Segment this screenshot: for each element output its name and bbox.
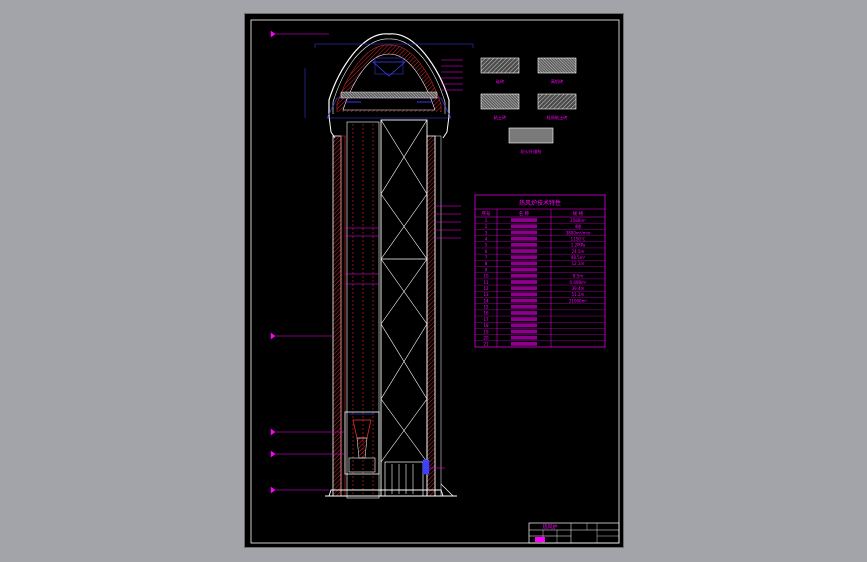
tech-spec-table: 热风炉技术特性 序号 名 称 规 格 1 2580m³ 2 4座 3 3800m³/min… [474, 194, 606, 348]
table-cell-no: 3 [485, 230, 488, 235]
table-cell-spec: 0.408m² [570, 280, 587, 285]
table-cell-no: 17 [483, 317, 489, 322]
table-title: 热风炉技术特性 [519, 199, 561, 207]
legend-label-1: 硅砖 [496, 78, 504, 85]
table-cell-no: 21 [483, 342, 489, 347]
legend-label-3: 粘土砖 [494, 114, 507, 121]
title-block: 热风炉 [528, 522, 620, 544]
table-cell-name [511, 342, 537, 346]
dome-dimensions [304, 43, 474, 118]
table-cell-spec: 39.4m [572, 286, 585, 291]
table-cell-name [511, 255, 537, 260]
table-cell-name [511, 218, 537, 222]
legend-swatch-5 [508, 127, 554, 144]
table-cell-name [511, 317, 537, 322]
table-cell-no: 18 [483, 323, 489, 328]
table-cell-name [511, 304, 537, 309]
table-cell-spec: 21000m² [569, 298, 588, 303]
table-cell-name [511, 224, 537, 229]
table-cell-name [511, 230, 537, 235]
inner-frame [250, 19, 620, 544]
table-cell-no: 1 [485, 218, 488, 223]
table-cell-spec: 48.5m² [571, 255, 586, 260]
legend-label-4: 轻质粘土砖 [547, 114, 568, 121]
table-cell-no: 20 [483, 336, 489, 341]
table-cell-name [511, 335, 537, 340]
legend-swatch-1 [480, 57, 520, 74]
table-header-name: 名 称 [519, 210, 530, 217]
legend-swatch-3 [480, 93, 520, 110]
table-cell-no: 12 [483, 286, 489, 291]
table-cell-no: 8 [485, 261, 488, 266]
stove-elevation [325, 33, 457, 499]
cad-drawing: 硅砖 高铝砖 粘土砖 轻质粘土砖 耐火纤维毡 热风炉技术特性 序号 名 称 规 … [250, 19, 620, 544]
table-cell-spec: 2580m³ [570, 218, 586, 223]
table-cell-name [511, 236, 537, 241]
table-cell-no: 14 [483, 298, 489, 303]
table-cell-no: 10 [483, 274, 489, 279]
table-cell-no: 15 [483, 305, 489, 310]
table-cell-no: 2 [485, 224, 488, 229]
table-cell-name [511, 329, 537, 334]
table-cell-spec: 1150℃ [571, 236, 586, 241]
table-cell-spec: 8.5m [573, 274, 583, 279]
table-cell-no: 9 [485, 267, 488, 272]
table-cell-name [511, 280, 537, 284]
table-cell-no: 13 [483, 292, 489, 297]
legend-swatch-2 [537, 57, 577, 74]
table-header-spec: 规 格 [573, 210, 584, 217]
table-cell-name [511, 311, 537, 315]
right-layer-marks [429, 59, 463, 469]
table-header-no: 序号 [482, 210, 491, 217]
legend-swatch-4 [537, 93, 577, 110]
left-elevation-marks [270, 30, 379, 494]
table-cell-name [511, 261, 537, 266]
table-cell-name [511, 273, 537, 278]
table-cell-no: 11 [483, 280, 489, 285]
table-cell-name [511, 249, 537, 253]
table-cell-name [511, 286, 537, 291]
table-cell-spec: 51.2m [572, 292, 585, 297]
title-block-name: 热风炉 [542, 524, 557, 531]
legend-label-5: 耐火纤维毡 [521, 148, 543, 155]
table-cell-no: 7 [485, 255, 488, 260]
table-cell-name [511, 267, 537, 272]
table-cell-name [511, 292, 537, 297]
table-cell-name [511, 298, 537, 303]
table-cell-no: 5 [485, 243, 488, 248]
table-cell-spec: 1.2MPa [571, 243, 586, 248]
material-legend: 硅砖 高铝砖 粘土砖 轻质粘土砖 耐火纤维毡 [480, 57, 577, 155]
legend-label-2: 高铝砖 [551, 78, 564, 85]
table-cell-spec: 4座 [575, 223, 582, 229]
table-cell-no: 16 [483, 311, 489, 316]
table-cell-spec: 3800m³/min [566, 230, 591, 235]
table-cell-no: 6 [485, 249, 488, 254]
table-cell-name [511, 242, 537, 247]
table-cell-spec: 24.5m [572, 249, 585, 254]
drawing-sheet: 硅砖 高铝砖 粘土砖 轻质粘土砖 耐火纤维毡 热风炉技术特性 序号 名 称 规 … [244, 13, 624, 548]
table-cell-spec: 12.1m [572, 261, 585, 266]
table-cell-no: 19 [483, 329, 489, 334]
table-cell-no: 4 [485, 236, 488, 241]
table-cell-name [511, 323, 537, 328]
